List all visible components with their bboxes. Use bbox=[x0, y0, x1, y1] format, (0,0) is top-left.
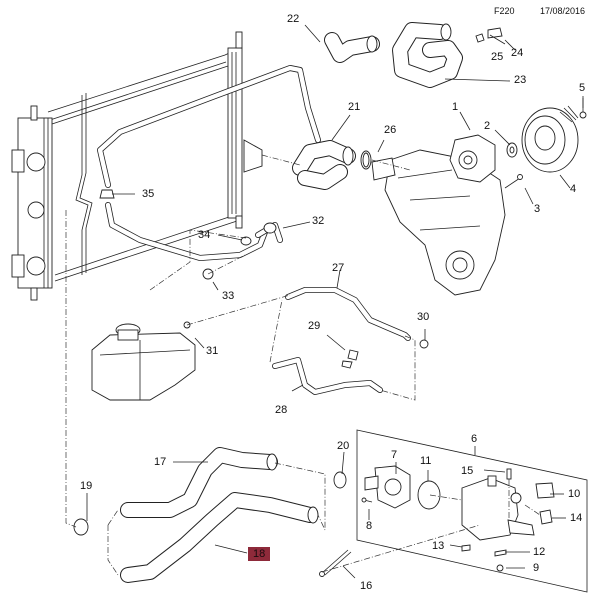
callout-3[interactable]: 3 bbox=[534, 203, 541, 215]
hose-18[interactable] bbox=[120, 492, 319, 583]
radiator[interactable] bbox=[11, 31, 263, 301]
nut-9[interactable] bbox=[496, 564, 504, 572]
diagram-code: F220 bbox=[494, 6, 515, 16]
seal-2[interactable] bbox=[506, 142, 518, 158]
callout-26[interactable]: 26 bbox=[384, 124, 397, 136]
callout-13[interactable]: 13 bbox=[432, 540, 445, 552]
expansion-tank[interactable] bbox=[91, 323, 196, 401]
hose-assembly-23[interactable] bbox=[392, 22, 463, 88]
callout-35[interactable]: 35 bbox=[142, 188, 155, 200]
callout-4[interactable]: 4 bbox=[570, 183, 577, 195]
upper-hose[interactable] bbox=[97, 65, 321, 261]
callout-21[interactable]: 21 bbox=[348, 101, 361, 113]
pin-15[interactable] bbox=[506, 468, 512, 480]
thermostat-kit-frame bbox=[356, 429, 588, 593]
callout-16[interactable]: 16 bbox=[360, 580, 373, 592]
gasket-10[interactable] bbox=[535, 482, 555, 499]
callout-28[interactable]: 28 bbox=[275, 404, 288, 416]
callout-15[interactable]: 15 bbox=[461, 465, 474, 477]
callout-1[interactable]: 1 bbox=[452, 101, 459, 113]
hose-17[interactable] bbox=[120, 447, 278, 518]
clip-29[interactable] bbox=[341, 349, 359, 369]
fitting-24[interactable] bbox=[475, 27, 503, 43]
diagram-date: 17/08/2016 bbox=[540, 6, 586, 16]
clip-13[interactable] bbox=[461, 544, 471, 552]
thermostat-housing-7[interactable] bbox=[364, 465, 411, 509]
callout-34[interactable]: 34 bbox=[198, 229, 211, 241]
callout-14[interactable]: 14 bbox=[570, 512, 583, 524]
thermostat-body[interactable] bbox=[461, 475, 535, 541]
hose-28[interactable] bbox=[272, 357, 383, 395]
callout-25[interactable]: 25 bbox=[491, 51, 504, 63]
callout-29[interactable]: 29 bbox=[308, 320, 321, 332]
bolt-8[interactable] bbox=[361, 497, 373, 503]
hose-elbow-22[interactable] bbox=[324, 32, 380, 63]
callout-18-highlighted[interactable]: 18 bbox=[248, 547, 271, 561]
callout-6[interactable]: 6 bbox=[471, 433, 478, 445]
gasket-11[interactable] bbox=[417, 480, 441, 510]
callout-22[interactable]: 22 bbox=[287, 13, 300, 25]
callout-19[interactable]: 19 bbox=[80, 480, 93, 492]
callout-20[interactable]: 20 bbox=[337, 440, 350, 452]
hose-clip-35[interactable] bbox=[99, 189, 115, 199]
clamp-26[interactable] bbox=[360, 150, 372, 170]
callout-12[interactable]: 12 bbox=[533, 546, 546, 558]
bolt-3[interactable] bbox=[504, 174, 523, 189]
callout-23[interactable]: 23 bbox=[514, 74, 527, 86]
hose-32[interactable] bbox=[255, 222, 283, 243]
water-pump[interactable] bbox=[449, 134, 496, 183]
callout-24[interactable]: 24 bbox=[511, 47, 524, 59]
clamp-34[interactable] bbox=[240, 236, 252, 246]
callout-10[interactable]: 10 bbox=[568, 488, 581, 500]
hose-27[interactable] bbox=[285, 287, 411, 341]
callout-2[interactable]: 2 bbox=[484, 120, 491, 132]
gasket-12[interactable] bbox=[494, 549, 507, 557]
callout-33[interactable]: 33 bbox=[222, 290, 235, 302]
callout-8[interactable]: 8 bbox=[366, 520, 373, 532]
callout-32[interactable]: 32 bbox=[312, 215, 325, 227]
clamp-20[interactable] bbox=[333, 471, 347, 489]
callout-7[interactable]: 7 bbox=[391, 449, 398, 461]
bolt-16[interactable] bbox=[319, 549, 352, 577]
sensor-14[interactable] bbox=[539, 509, 553, 525]
clamp-19[interactable] bbox=[73, 518, 89, 536]
assembly-lines bbox=[65, 154, 541, 576]
clip-30[interactable] bbox=[419, 339, 429, 349]
callout-27[interactable]: 27 bbox=[332, 262, 345, 274]
pulley-4[interactable] bbox=[521, 105, 579, 173]
callout-11[interactable]: 11 bbox=[420, 455, 432, 467]
callout-5[interactable]: 5 bbox=[579, 82, 586, 94]
hose-junction-21[interactable] bbox=[292, 140, 356, 190]
callout-30[interactable]: 30 bbox=[417, 311, 430, 323]
leader-lines bbox=[86, 24, 584, 579]
callout-31[interactable]: 31 bbox=[206, 345, 219, 357]
callout-17[interactable]: 17 bbox=[154, 456, 167, 468]
callout-9[interactable]: 9 bbox=[533, 562, 540, 574]
